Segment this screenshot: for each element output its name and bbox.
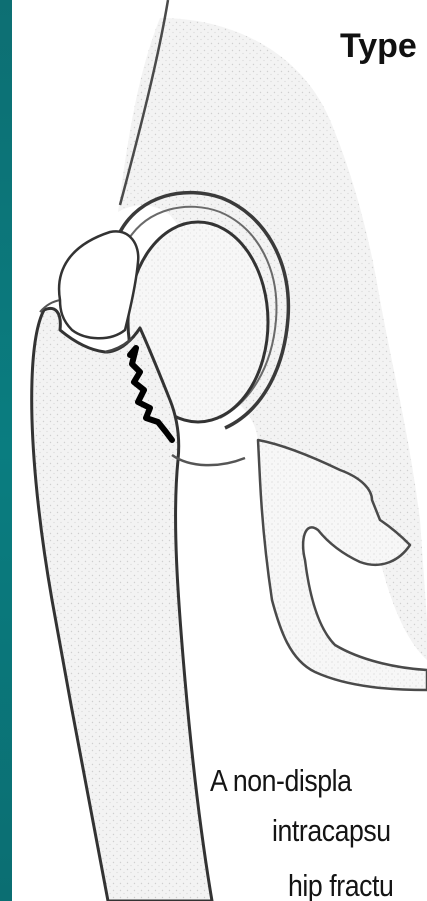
cartilage-cap [59, 231, 138, 338]
caption-line-3: hip fractu [288, 868, 393, 901]
caption-line-1: A non-displa [210, 763, 352, 799]
caption-line-2: intracapsu [272, 813, 391, 849]
slide-title: Type [340, 26, 417, 66]
capsule-line [172, 455, 245, 465]
